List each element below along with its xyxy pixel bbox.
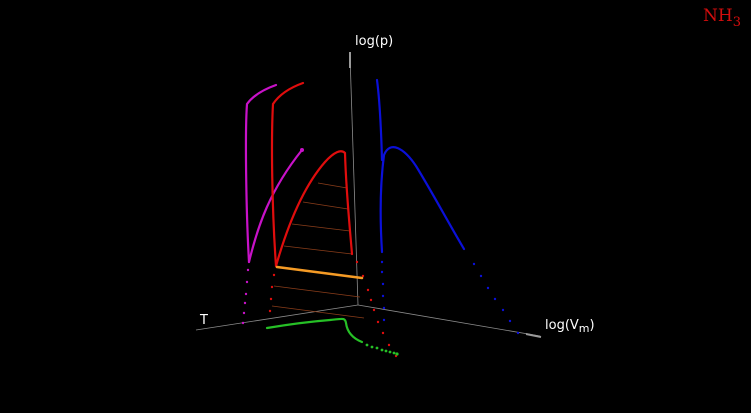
v-axis-label-subscript: m [578, 322, 590, 335]
chemical-formula: NH3 [703, 6, 741, 30]
v-axis-end-mark [525, 333, 542, 338]
t-axis [195, 304, 359, 331]
v-axis [357, 304, 541, 337]
v-axis-label: log(Vm) [545, 318, 595, 335]
axes [195, 54, 541, 337]
isotherm-high-dotted [380, 260, 520, 335]
formula-subscript: 3 [732, 15, 741, 30]
p-axis [349, 54, 359, 306]
coexistence-lines [271, 182, 365, 319]
isotherm-low-dotted [241, 148, 304, 325]
tie-line [275, 265, 364, 280]
isotherm-low-temperature [244, 83, 304, 264]
isotherm-critical-dotted [268, 260, 398, 358]
projection-curve [265, 317, 364, 344]
p-axis-label: log(p) [355, 34, 394, 49]
projection-dotted [365, 343, 399, 356]
v-axis-label-close: ) [589, 318, 595, 333]
formula-base: NH [703, 6, 733, 26]
v-axis-label-base: log(V [545, 318, 579, 333]
isotherm-critical [270, 81, 354, 268]
t-axis-label: T [200, 313, 208, 328]
isotherm-high-temperature [375, 78, 466, 254]
